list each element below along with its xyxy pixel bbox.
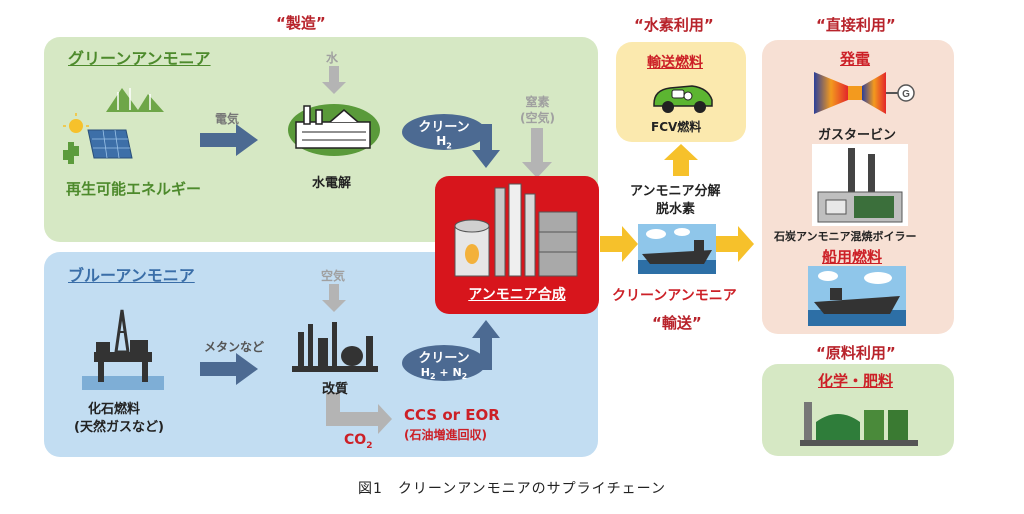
- co2-symbol: CO: [344, 432, 367, 448]
- marine-fuel-label: 船用燃料: [822, 248, 883, 266]
- electrolysis-plant-icon: [288, 104, 380, 156]
- synthesis-plant-icon: [454, 183, 578, 277]
- water-arrow: [322, 66, 346, 94]
- nitrogen-label-line1: 窒素: [525, 95, 550, 109]
- oil-rig-icon: [82, 309, 164, 390]
- reforming-plant-icon: [292, 322, 378, 372]
- clean-h2n2-h-symbol: H: [420, 366, 430, 379]
- clean-ammonia-label: クリーンアンモニア: [612, 288, 737, 304]
- ccs-eor-label: CCS or EOR: [404, 406, 500, 424]
- clean-h2n2-n-symbol: + N: [435, 366, 462, 379]
- clean-h2-clean-label: クリーン: [418, 120, 470, 135]
- blue-ammonia-title: ブルーアンモニア: [68, 266, 195, 285]
- gas-turbine-label: ガスタービン: [818, 128, 897, 143]
- marine-ship-icon: [808, 266, 906, 326]
- hydrogen-use-header: “水素利用”: [634, 16, 714, 34]
- renewable-energy-label: 再生可能エネルギー: [66, 180, 202, 198]
- transport-header: “輸送”: [652, 314, 702, 332]
- methane-label: メタンなど: [204, 340, 265, 354]
- clean-h2n2-clean-label: クリーン: [418, 351, 470, 366]
- direct-use-header: “直接利用”: [816, 16, 896, 34]
- fcv-fuel-label: FCV燃料: [651, 120, 702, 134]
- electrolysis-label: 水電解: [312, 176, 352, 191]
- transport-fuel-label: 輸送燃料: [647, 55, 703, 71]
- co2-label: CO2: [344, 432, 372, 451]
- figure-caption: 図1 クリーンアンモニアのサプライチェーン: [358, 481, 666, 497]
- ccs-eor-sublabel: (石油増進回収): [404, 428, 487, 442]
- ammonia-synthesis-box: アンモニア合成: [435, 176, 599, 314]
- ammonia-synthesis-label: アンモニア合成: [468, 287, 566, 303]
- synthesis-to-ship-arrow: [600, 226, 638, 262]
- clean-h2-subscript: 2: [446, 141, 452, 151]
- co2-subscript: 2: [366, 440, 373, 451]
- gas-turbine-icon: G: [814, 72, 915, 114]
- chemical-plant-icon: [800, 402, 918, 446]
- methane-arrow: [200, 353, 258, 385]
- clean-h2-symbol: H: [436, 134, 447, 148]
- water-label: 水: [326, 51, 339, 65]
- nitrogen-arrow: [522, 128, 552, 178]
- fcv-car-icon: [653, 85, 713, 113]
- air-arrow: [322, 284, 346, 312]
- fossil-fuel-label-line2: (天然ガスなど): [74, 420, 164, 435]
- electricity-arrow: [200, 124, 258, 156]
- generator-g-label: G: [902, 89, 910, 100]
- power-generation-label: 発電: [840, 50, 871, 68]
- co2-arrow: [326, 392, 392, 434]
- decomposition-label-line2: 脱水素: [656, 202, 696, 217]
- clean-h2-ellipse: クリーン H2: [402, 114, 486, 150]
- fossil-fuel-label-line1: 化石燃料: [88, 402, 141, 417]
- feedstock-use-header: “原料利用”: [816, 344, 896, 362]
- coal-boiler-label: 石炭アンモニア混焼ボイラー: [774, 230, 917, 243]
- clean-h2n2-n-subscript: 2: [461, 372, 468, 382]
- ship-to-direct-arrow: [716, 226, 754, 262]
- ammonia-ship-icon: [638, 224, 716, 274]
- decomposition-label-line1: アンモニア分解: [630, 184, 721, 199]
- clean-h2n2-ellipse: クリーン H2 + N2: [402, 345, 486, 381]
- chemical-fertilizer-label: 化学・肥料: [818, 372, 894, 390]
- nitrogen-label-line2: (空気): [520, 111, 555, 125]
- green-ammonia-title: グリーンアンモニア: [68, 49, 211, 68]
- clean-h2n2-h-subscript: 2: [429, 372, 436, 382]
- production-header: “製造”: [276, 14, 326, 32]
- nitrogen-label: 窒素 (空気): [520, 94, 555, 126]
- to-fcv-arrow: [664, 144, 698, 176]
- renewable-energy-illustration: [63, 88, 164, 164]
- air-label: 空気: [321, 269, 346, 283]
- reforming-label: 改質: [322, 382, 349, 397]
- coal-boiler-plant-icon: [812, 144, 908, 226]
- electricity-label: 電気: [215, 112, 240, 126]
